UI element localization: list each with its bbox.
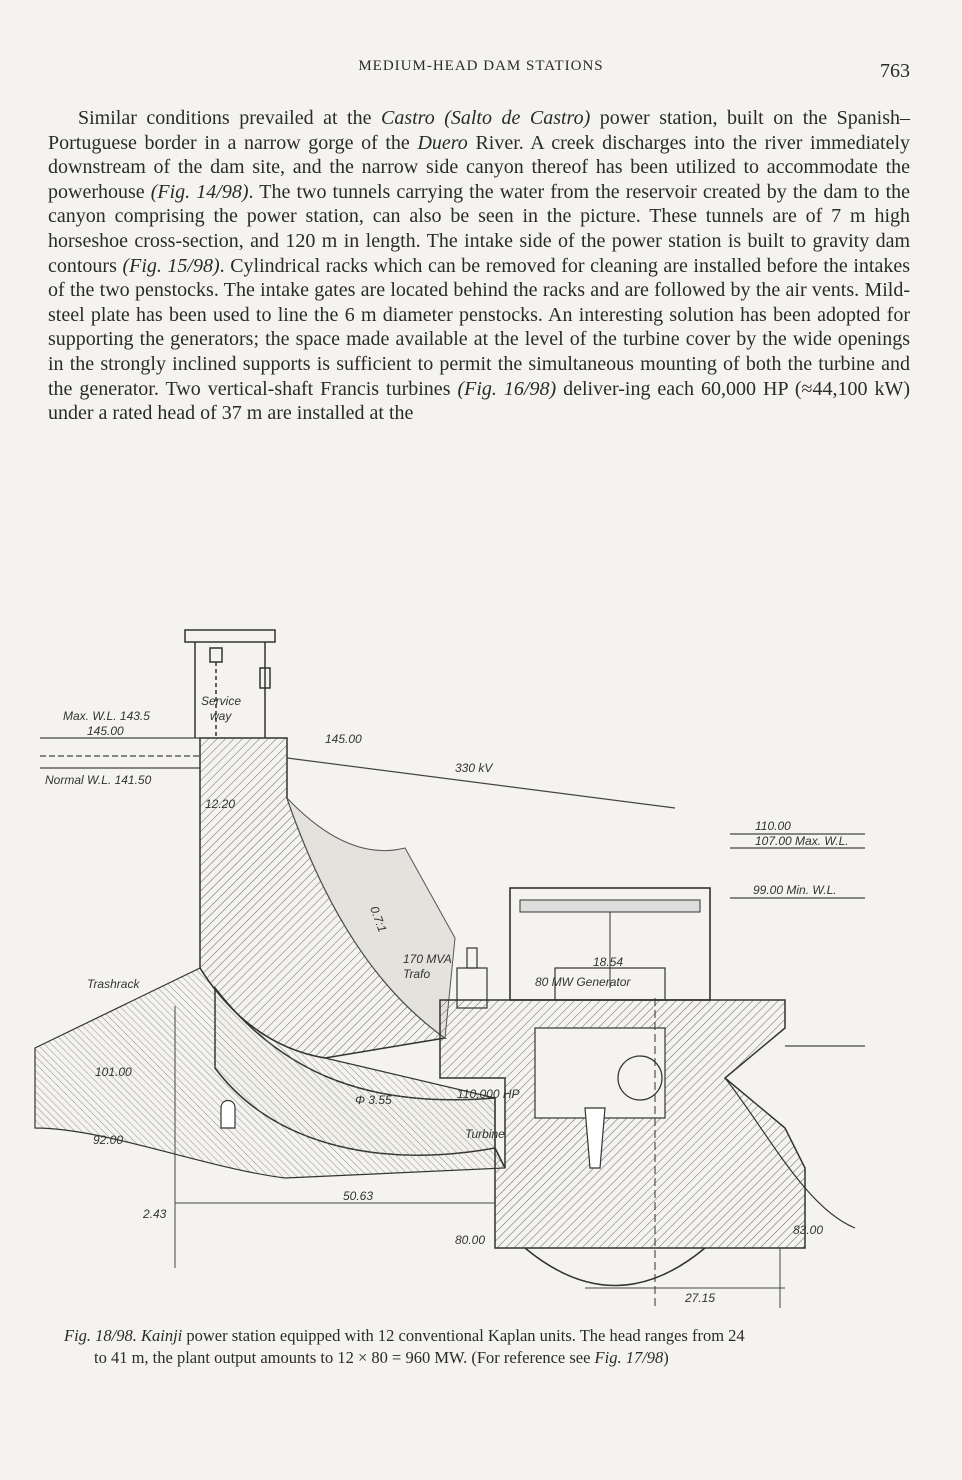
label-dim-5063: 50.63	[343, 1189, 373, 1203]
label-level-80: 80.00	[455, 1233, 485, 1247]
label-normal-wl: Normal W.L. 141.50	[45, 773, 152, 787]
caption-text: power station equipped with 12 conventio…	[182, 1326, 745, 1345]
caption-text: )	[663, 1348, 669, 1367]
label-turbine: Turbine	[465, 1127, 505, 1141]
page-number: 763	[880, 60, 910, 82]
label-horsepower: 110,000 HP	[457, 1087, 520, 1101]
label-level-101: 101.00	[95, 1065, 132, 1079]
label-level-145-left: 145.00	[87, 724, 124, 738]
label-dim-1220: 12.20	[205, 797, 235, 811]
caption-text: to 41 m, the plant output amounts to 12 …	[94, 1348, 595, 1367]
label-level-83: 83.00	[793, 1223, 823, 1237]
label-trafo-1: 170 MVA	[403, 952, 452, 966]
label-service-way: Service	[201, 694, 241, 708]
label-max-wl: Max. W.L. 143.5	[63, 709, 150, 723]
cross-section-drawing: Max. W.L. 143.5 145.00 Normal W.L. 141.5…	[34, 629, 865, 1308]
label-level-99: 99.00 Min. W.L.	[753, 883, 837, 897]
label-level-107: 107.00 Max. W.L.	[755, 834, 849, 848]
body-paragraph: Similar conditions prevailed at the Cast…	[48, 106, 910, 426]
datum-lines	[174, 1006, 785, 1308]
tailwater-lines	[730, 833, 865, 1047]
text-run: power station, built on the Spanish–Port…	[48, 107, 910, 154]
text-run: . Cylindrical racks which can be removed…	[48, 254, 910, 400]
running-header: MEDIUM-HEAD DAM STATIONS	[358, 58, 604, 74]
caption-station-name: Kainji	[141, 1326, 183, 1345]
figure-reference: (Fig. 16/98)	[457, 377, 557, 400]
label-diameter: Φ 3.55	[355, 1093, 392, 1107]
station-name: Castro (Salto de Castro)	[380, 107, 591, 129]
label-service-way-2: way	[210, 709, 232, 723]
label-trafo-2: Trafo	[403, 967, 430, 981]
transmission-line	[286, 757, 676, 809]
label-level-145-top: 145.00	[325, 732, 362, 746]
label-dim-2715: 27.15	[684, 1291, 715, 1305]
dam-cross-section-figure: Max. W.L. 143.5 145.00 Normal W.L. 141.5…	[25, 608, 905, 1324]
text-run: . The two tunnels carrying the water fro…	[48, 180, 911, 277]
label-level-110: 110.00	[755, 819, 791, 833]
label-generator: 80 MW Generator	[535, 975, 631, 989]
figure-reference: (Fig. 14/98)	[150, 180, 249, 203]
text-run: deliver-ing each 60,000 HP (≈44,100 kW) …	[48, 377, 910, 425]
foundation	[34, 967, 506, 1179]
caption-figure-reference: Fig. 17/98	[594, 1348, 664, 1367]
label-level-92: 92.00	[93, 1133, 123, 1147]
intake-crane	[184, 629, 276, 738]
text-run: River. A creek discharges into the river…	[48, 131, 911, 203]
text-run: Similar conditions prevailed at the	[78, 107, 381, 129]
caption-figure-id: Fig. 18/98.	[64, 1326, 137, 1345]
embankment	[286, 797, 456, 1039]
river-name: Duero	[417, 131, 468, 154]
caption-line-2: to 41 m, the plant output amounts to 12 …	[64, 1347, 894, 1369]
label-dim-1854: 18.54	[593, 955, 623, 969]
transformer	[456, 947, 488, 1009]
figure-caption: Fig. 18/98. Kainji power station equippe…	[64, 1325, 894, 1369]
upstream-water-lines	[40, 737, 200, 769]
figure-reference: (Fig. 15/98)	[122, 254, 220, 277]
label-dim-243: 2.43	[142, 1207, 167, 1221]
label-kv: 330 kV	[455, 761, 493, 775]
label-trashrack: Trashrack	[87, 977, 140, 991]
powerhouse	[439, 887, 856, 1308]
gallery	[220, 1099, 236, 1129]
